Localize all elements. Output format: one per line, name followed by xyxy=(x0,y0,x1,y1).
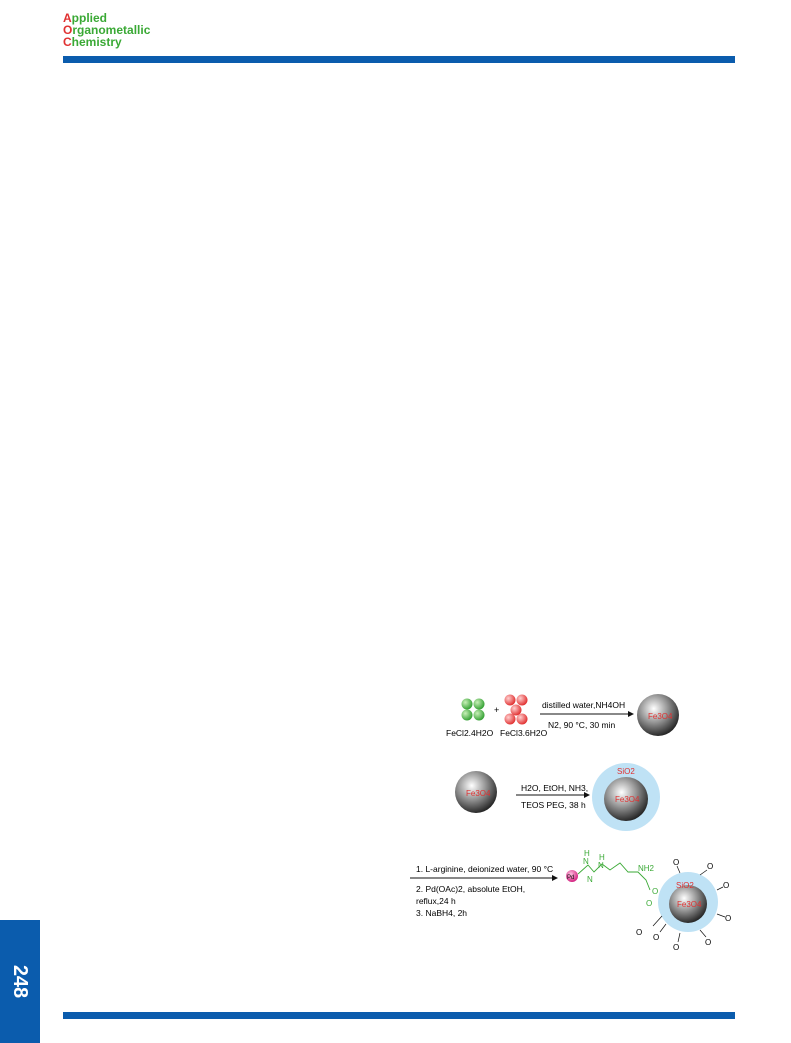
red-sphere xyxy=(504,694,516,706)
step3-arrowhead xyxy=(552,875,558,881)
ligand-n2: N xyxy=(598,861,604,870)
page-number: 248 xyxy=(9,964,32,999)
step3-condition-2b: reflux,24 h xyxy=(416,896,456,906)
header-divider-bar xyxy=(63,56,735,63)
red-sphere xyxy=(510,704,522,716)
surface-o: O xyxy=(707,862,713,871)
fe3o4-start-label: Fe3O4 xyxy=(466,789,491,798)
green-sphere xyxy=(473,709,485,721)
red-sphere xyxy=(516,694,528,706)
fe3o4-label: Fe3O4 xyxy=(648,712,673,721)
ligand-h1: H xyxy=(584,849,590,858)
surface-o: O xyxy=(725,914,731,923)
ligand-nh2: NH2 xyxy=(638,864,655,873)
ligand-o2: O xyxy=(646,899,652,908)
red-sphere xyxy=(504,713,516,725)
ligand-o1: O xyxy=(652,887,658,896)
fe3o4-label-functionalized: Fe3O4 xyxy=(677,900,702,909)
fecl3-cluster xyxy=(504,694,528,725)
surface-oxygen-groups: O O O O O O O O xyxy=(636,858,731,952)
fe3o4-nanoparticle xyxy=(637,694,679,736)
step1-arrowhead xyxy=(628,711,634,717)
ligand-n3: N xyxy=(587,875,593,884)
reagent-fecl2: FeCl2.4H2O xyxy=(446,728,494,738)
step3-condition-2: 2. Pd(OAc)2, absolute EtOH, xyxy=(416,884,525,894)
step2-condition-top: H2O, EtOH, NH3, xyxy=(521,783,588,793)
pd-label: Pd xyxy=(567,875,574,881)
green-sphere xyxy=(461,709,473,721)
footer-divider-bar xyxy=(63,1012,735,1019)
surface-o: O xyxy=(636,928,642,937)
fe3o4-core-label: Fe3O4 xyxy=(615,795,640,804)
surface-o: O xyxy=(673,858,679,867)
journal-logo: Applied Organometallic Chemistry xyxy=(63,12,150,48)
step2-condition-bottom: TEOS PEG, 38 h xyxy=(521,800,586,810)
logo-line-organometallic: Organometallic xyxy=(63,23,151,37)
fecl2-cluster xyxy=(461,698,485,721)
green-sphere xyxy=(461,698,473,710)
ligand-h2: H xyxy=(599,853,605,862)
scheme-svg: + FeCl2.4H2O FeCl3.6H2O distilled water,… xyxy=(410,694,731,952)
surface-o: O xyxy=(723,881,729,890)
step3-condition-1: 1. L-arginine, deionized water, 90 °C xyxy=(416,864,553,874)
fe3o4-start-particle xyxy=(455,771,497,813)
step1-condition-bottom: N2, 90 °C, 30 min xyxy=(548,720,615,730)
surface-o: O xyxy=(673,943,679,952)
logo-line-applied: Applied xyxy=(63,11,108,25)
green-sphere xyxy=(473,698,485,710)
step3-condition-3: 3. NaBH4, 2h xyxy=(416,908,467,918)
reagent-fecl3: FeCl3.6H2O xyxy=(500,728,548,738)
step2-arrowhead xyxy=(584,792,590,798)
surface-o: O xyxy=(653,933,659,942)
page-number-tab xyxy=(0,920,40,1043)
pd-nanoparticle xyxy=(566,870,578,882)
surface-o: O xyxy=(705,938,711,947)
sio2-label-functionalized: SiO2 xyxy=(676,881,694,890)
plus-sign: + xyxy=(494,705,499,715)
sio2-shell-label: SiO2 xyxy=(617,767,635,776)
synthesis-scheme: + FeCl2.4H2O FeCl3.6H2O distilled water,… xyxy=(380,680,750,980)
logo-line-chemistry: Chemistry xyxy=(63,35,122,49)
fe3o4-core xyxy=(604,777,648,821)
step1-condition-top: distilled water,NH4OH xyxy=(542,700,625,710)
ligand-n1: N xyxy=(583,857,589,866)
arginine-ligand xyxy=(577,862,651,891)
fe3o4-core-functionalized xyxy=(669,885,707,923)
red-sphere xyxy=(516,713,528,725)
